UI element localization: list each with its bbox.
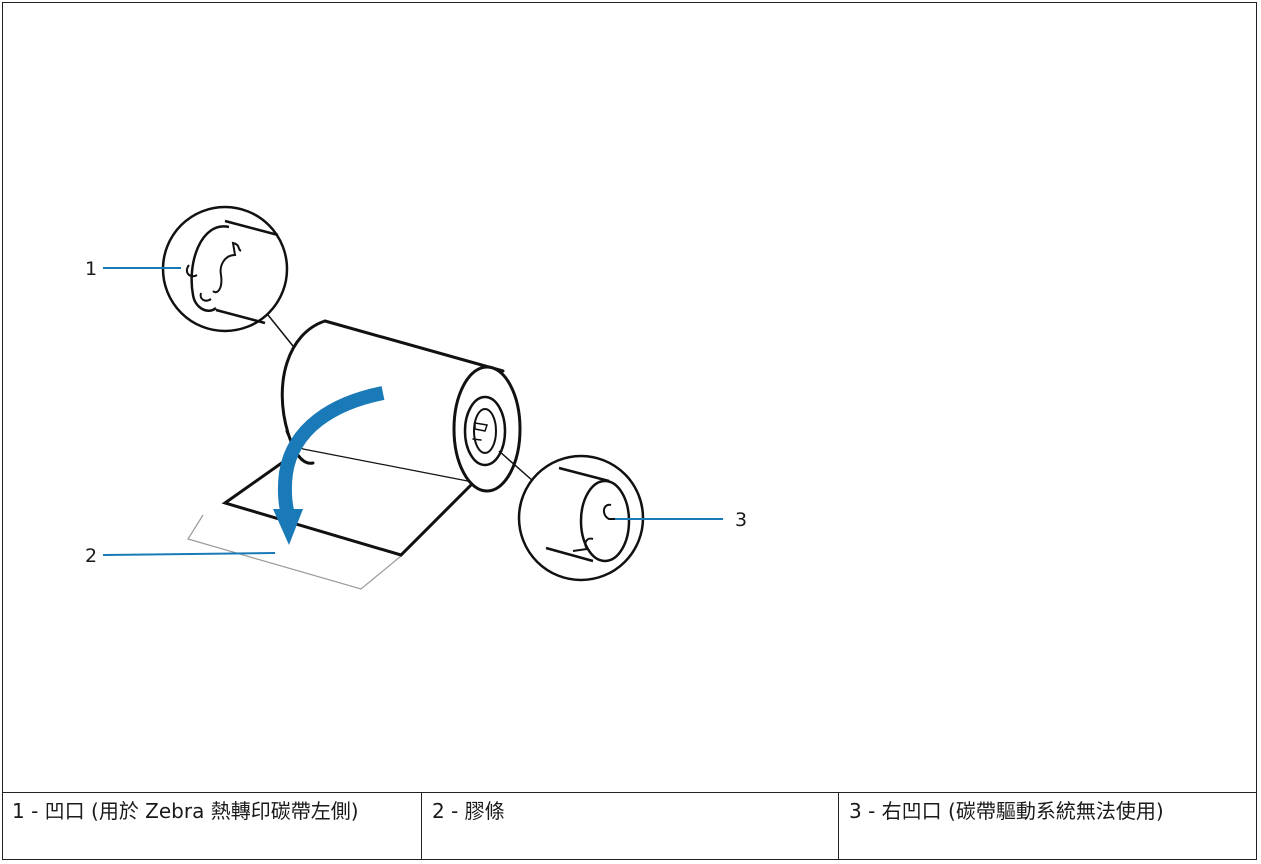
legend-cell-2: 2 - 膠條 [422, 793, 839, 860]
notch-detail-magnifier-3: 3 [498, 450, 747, 582]
notch-detail-magnifier-1: 1 [85, 205, 294, 347]
ribbon-roll-illustration [280, 319, 522, 493]
curved-arrow-icon [273, 386, 385, 545]
adhesive-tape-outline [187, 514, 402, 590]
legend-cell-3: 3 - 右凹口 (碳帶驅動系統無法使用) [849, 799, 1164, 823]
ribbon-sheet [221, 448, 484, 557]
callout-number-2: 2 [85, 545, 97, 567]
ribbon-diagram: 1 3 2 [3, 3, 1256, 793]
callout-2: 2 [85, 545, 276, 567]
callout-number-1: 1 [85, 258, 97, 280]
legend-cell-1: 1 - 凹口 (用於 Zebra 熱轉印碳帶左側) [2, 793, 422, 860]
legend-table: 1 - 凹口 (用於 Zebra 熱轉印碳帶左側) 2 - 膠條 3 - 右凹口… [2, 792, 1257, 860]
callout-number-3: 3 [735, 509, 747, 531]
